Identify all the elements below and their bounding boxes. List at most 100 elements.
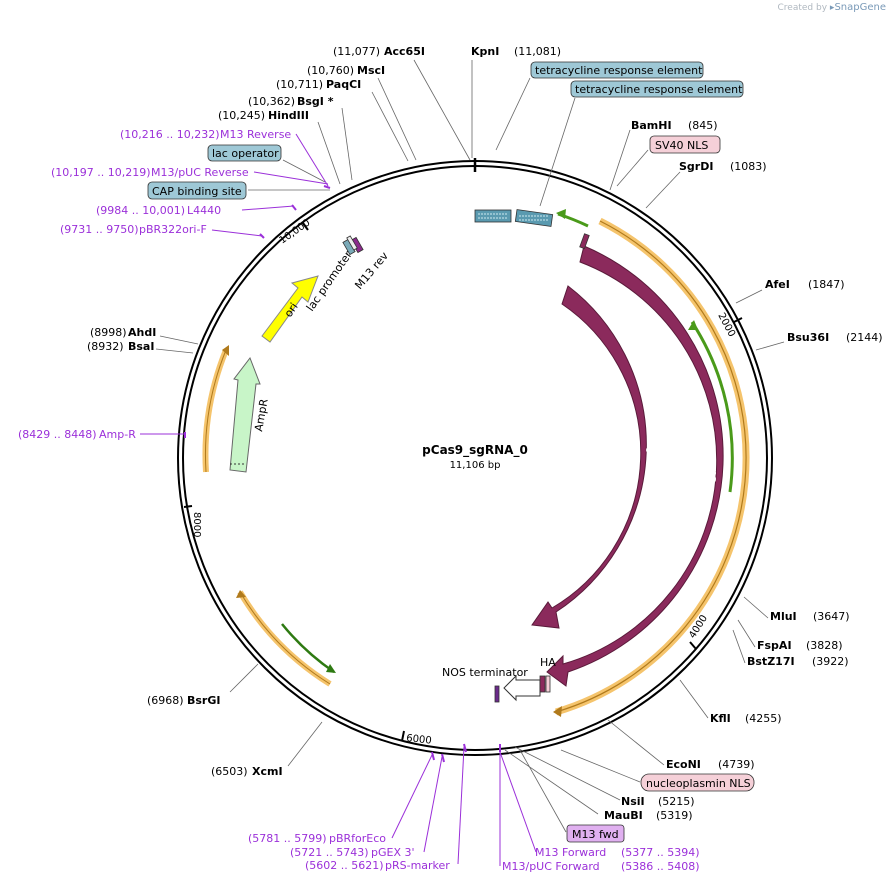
primer-name: M13/pUC Reverse: [151, 166, 249, 179]
enzyme-kfli[interactable]: KflI (4255): [710, 712, 782, 725]
enzyme-acc65i[interactable]: (11,077) Acc65I: [333, 45, 425, 58]
snapgene-logo-icon: ▸: [829, 3, 835, 13]
primer-range: (5377 .. 5394): [621, 846, 700, 859]
enzyme-name: NsiI: [621, 795, 645, 808]
enzyme-name: MluI: [770, 610, 797, 623]
enzyme-labels: (11,077) Acc65I KpnI(11,081) (10,760)MscI…: [87, 45, 883, 822]
tre-feature-1[interactable]: [474, 209, 512, 223]
enzyme-name: BsrGI: [187, 694, 220, 707]
enzyme-pos: (3647): [813, 610, 850, 623]
primer-range: (5721 .. 5743): [290, 846, 369, 859]
enzyme-name: AhdI: [128, 326, 156, 339]
enzyme-name: KflI: [710, 712, 731, 725]
enzyme-pos: (845): [688, 119, 718, 132]
enzyme-ahdi[interactable]: (8998)AhdI: [90, 326, 156, 339]
tick-label: 8000: [191, 512, 202, 537]
box-sv40-nls[interactable]: SV40 NLS: [649, 135, 721, 154]
box-nucleoplasmin-nls[interactable]: nucleoplasmin NLS: [640, 773, 755, 792]
box-m13-fwd[interactable]: M13 fwd: [566, 824, 625, 843]
box-tre-2-label: tetracycline response element: [575, 83, 743, 96]
primer-name: Amp-R: [99, 428, 136, 441]
box-tre-2[interactable]: tetracycline response element: [570, 80, 744, 98]
primer-name: pBR322ori-F: [139, 223, 207, 236]
tre-feature-2[interactable]: [514, 209, 554, 227]
enzyme-bsu36i[interactable]: Bsu36I (2144): [787, 331, 883, 344]
enzyme-pos: (8998): [90, 326, 127, 339]
primer-prs-marker[interactable]: (5602 .. 5621)pRS-marker: [305, 859, 450, 872]
primer-m13-puc-reverse[interactable]: (10,197 .. 10,219)M13/pUC Reverse: [51, 166, 249, 179]
enzyme-pos: (2144): [846, 331, 883, 344]
enzyme-name: HindIII: [268, 109, 309, 122]
box-tre-1[interactable]: tetracycline response element: [530, 61, 704, 79]
box-m13-fwd-label: M13 fwd: [572, 828, 619, 841]
enzyme-xcmi[interactable]: (6503)XcmI: [211, 765, 283, 778]
enzyme-bsai[interactable]: (8932) BsaI: [87, 340, 154, 353]
credit-brand: SnapGene: [834, 2, 886, 13]
feature-boxes: tetracycline response element tetracycli…: [147, 61, 755, 843]
primer-pbr322ori-f[interactable]: (9731 .. 9750)pBR322ori-F: [60, 223, 207, 236]
primer-pbrforeco[interactable]: (5781 .. 5799)pBRforEco: [248, 832, 386, 845]
nos-terminator-feature[interactable]: [503, 674, 541, 702]
enzyme-bstz17i[interactable]: BstZ17I(3922): [747, 655, 849, 668]
enzyme-name: XcmI: [252, 765, 283, 778]
enzyme-hindiii[interactable]: (10,245)HindIII: [218, 109, 309, 122]
primer-name: pRS-marker: [385, 859, 450, 872]
box-cap-binding-site[interactable]: CAP binding site: [147, 181, 247, 200]
ampr-feature[interactable]: [229, 356, 261, 473]
enzyme-bsgi[interactable]: (10,362)BsgI *: [248, 95, 334, 108]
primer-amp-r[interactable]: (8429 .. 8448)Amp-R: [18, 428, 136, 441]
primer-name: M13/pUC Forward: [502, 860, 600, 873]
enzyme-name: AfeI: [765, 278, 790, 291]
enzyme-pos: (11,077): [333, 45, 380, 58]
primer-name: pGEX 3': [371, 846, 415, 859]
primer-name: pBRforEco: [329, 832, 386, 845]
primer-l4440[interactable]: (9984 .. 10,001)L4440: [96, 204, 221, 217]
primer-name: M13 Reverse: [220, 128, 291, 141]
enzyme-name: BsaI: [128, 340, 154, 353]
enzyme-name: BsgI *: [297, 95, 334, 108]
enzyme-sgrdi[interactable]: SgrDI(1083): [679, 160, 767, 173]
credit-prefix: Created by: [777, 3, 828, 13]
box-tre-1-label: tetracycline response element: [535, 64, 703, 77]
box-lac-operator[interactable]: lac operator: [207, 144, 282, 162]
green-arc-right: [690, 321, 734, 493]
enzyme-paqci[interactable]: (10,711)PaqCI: [276, 78, 361, 91]
cas9-outer-feature[interactable]: [546, 245, 724, 687]
enzyme-name: FspAI: [757, 639, 792, 652]
primer-leaders: [140, 133, 537, 866]
enzyme-name: Bsu36I: [787, 331, 829, 344]
enzyme-name: Acc65I: [384, 45, 425, 58]
primer-labels: (10,216 .. 10,232)M13 Reverse (10,197 ..…: [18, 128, 700, 873]
cas9-inner-feature[interactable]: [531, 285, 647, 629]
ori-feature[interactable]: [261, 275, 319, 343]
enzyme-pos: (5319): [656, 809, 693, 822]
box-sv40-nls-label: SV40 NLS: [655, 139, 708, 152]
snapgene-credit: Created by ▸SnapGene: [778, 2, 887, 13]
enzyme-kpni[interactable]: KpnI(11,081): [471, 45, 561, 58]
enzyme-nsii[interactable]: NsiI(5215): [621, 795, 695, 808]
primer-range: (9731 .. 9750): [60, 223, 139, 236]
enzyme-bsrgi[interactable]: (6968)BsrGI: [147, 694, 220, 707]
enzyme-pos: (10,245): [218, 109, 265, 122]
enzyme-name: BamHI: [631, 119, 672, 132]
enzyme-econi[interactable]: EcoNI(4739): [666, 758, 755, 771]
enzyme-maubi[interactable]: MauBI(5319): [604, 809, 693, 822]
primer-m13-forward[interactable]: M13 Forward(5377 .. 5394): [535, 846, 700, 859]
primer-m13-reverse[interactable]: (10,216 .. 10,232)M13 Reverse: [120, 128, 291, 141]
primer-range: (5602 .. 5621): [305, 859, 384, 872]
enzyme-afei[interactable]: AfeI(1847): [765, 278, 845, 291]
enzyme-msci[interactable]: (10,760)MscI: [307, 64, 385, 77]
cas9-outer-label: Cas9: [706, 456, 719, 483]
enzyme-pos: (11,081): [514, 45, 561, 58]
features: Cas9 Cas9 ori AmpR lac promoter M13: [202, 209, 750, 717]
enzyme-bamhi[interactable]: BamHI (845): [631, 119, 718, 132]
enzyme-fspai[interactable]: FspAI(3828): [757, 639, 843, 652]
enzyme-mlui[interactable]: MluI (3647): [770, 610, 850, 623]
enzyme-pos: (8932): [87, 340, 124, 353]
primer-pgex-3[interactable]: (5721 .. 5743)pGEX 3': [290, 846, 415, 859]
enzyme-leaders: [155, 59, 785, 833]
primer-m13-puc-forward[interactable]: M13/pUC Forward(5386 .. 5408): [502, 860, 700, 873]
enzyme-pos: (4255): [745, 712, 782, 725]
enzyme-name: EcoNI: [666, 758, 701, 771]
primer-range: (9984 .. 10,001): [96, 204, 185, 217]
